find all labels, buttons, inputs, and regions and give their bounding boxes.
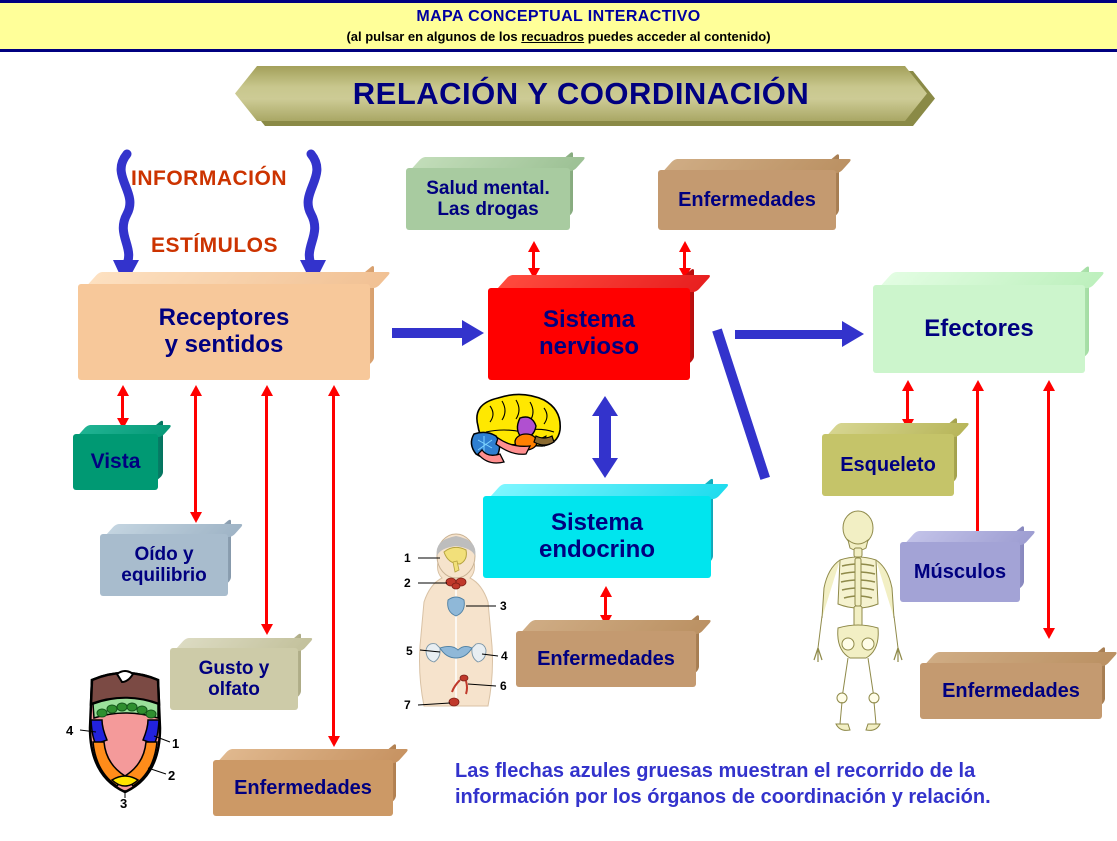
box-musculos[interactable]: Músculos — [900, 524, 1037, 602]
tongue-label-3: 3 — [120, 796, 127, 808]
box-gusto-y-olfato[interactable]: Gusto y olfato — [170, 632, 314, 710]
box-label-line1: Receptores — [158, 304, 290, 332]
box-enfermedades-efectores[interactable]: Enfermedades — [920, 645, 1117, 719]
box-enfermedades-sistema-nervioso[interactable]: Enfermedades — [658, 152, 853, 230]
endocrine-label-4: 4 — [501, 649, 508, 663]
footnote-line-1: Las flechas azules gruesas muestran el r… — [455, 760, 976, 782]
brain-sagittal-icon — [470, 393, 561, 464]
box-label-line2: olfato — [208, 679, 260, 700]
box-label-line1: Sistema — [550, 509, 644, 537]
title-banner-face — [235, 66, 927, 121]
endocrine-label-7: 7 — [404, 698, 411, 712]
box-oido-y-equilibrio[interactable]: Oído y equilibrio — [100, 518, 244, 596]
box-label-line2: y sentidos — [164, 331, 284, 358]
box-efectores[interactable]: Efectores — [873, 264, 1106, 373]
label-informacion: INFORMACIÓN — [131, 167, 287, 190]
endocrine-label-2: 2 — [404, 576, 411, 590]
box-label: Músculos — [900, 542, 1020, 602]
box-enfermedades-sistema-endocrino[interactable]: Enfermedades — [516, 613, 713, 687]
endocrine-label-5: 5 — [406, 644, 413, 658]
diagram-footnote: Las flechas azules gruesas muestran el r… — [455, 758, 1085, 811]
box-salud-mental-drogas[interactable]: Salud mental. Las drogas — [406, 150, 587, 230]
human-skeleton-icon — [813, 510, 903, 731]
box-label-line2: endocrino — [538, 536, 655, 563]
box-label-line1: Oído y — [134, 543, 194, 565]
box-label: Esqueleto — [822, 434, 954, 496]
box-enfermedades-receptores[interactable]: Enfermedades — [213, 742, 410, 816]
header-subtitle-link[interactable]: recuadros — [521, 29, 585, 44]
diagram-title: RELACIÓN Y COORDINACIÓN — [352, 75, 810, 111]
box-label: Vista — [73, 434, 158, 490]
tongue-label-4: 4 — [66, 723, 74, 738]
box-label: Enfermedades — [920, 663, 1102, 719]
box-sistema-nervioso[interactable]: Sistema nervioso — [488, 267, 712, 380]
header-subtitle-pre: (al pulsar en algunos de los — [346, 29, 522, 44]
box-label-line1: Salud mental. — [426, 177, 550, 199]
endocrine-label-6: 6 — [500, 679, 507, 693]
header-subtitle: (al pulsar en algunos de los recuadros p… — [0, 29, 1117, 45]
box-label-line2: equilibrio — [121, 565, 207, 586]
box-label-line1: Gusto y — [198, 657, 270, 679]
box-label: Gusto y olfato — [170, 648, 298, 710]
box-receptores-y-sentidos[interactable]: Receptores y sentidos — [78, 264, 392, 380]
footnote-line-2: información por los órganos de coordinac… — [455, 786, 991, 809]
box-sistema-endocrino[interactable]: Sistema endocrino — [483, 477, 730, 578]
box-label: Sistema endocrino — [483, 496, 711, 578]
header-title: MAPA CONCEPTUAL INTERACTIVO — [416, 8, 701, 25]
box-label: Enfermedades — [213, 760, 393, 816]
box-label: Receptores y sentidos — [78, 284, 370, 380]
box-label-line2: nervioso — [538, 333, 640, 360]
header-subtitle-post: puedes acceder al contenido) — [584, 29, 771, 44]
box-vista[interactable]: Vista — [73, 419, 173, 490]
box-label: Efectores — [873, 285, 1085, 373]
box-label-line1: Sistema — [542, 306, 636, 334]
diagram-title-banner: RELACIÓN Y COORDINACIÓN — [235, 66, 935, 128]
box-label-line2: Las drogas — [437, 199, 539, 220]
box-label: Salud mental. Las drogas — [406, 168, 570, 230]
page-header: MAPA CONCEPTUAL INTERACTIVO (al pulsar e… — [0, 0, 1117, 52]
endocrine-label-3: 3 — [500, 599, 507, 613]
box-label: Enfermedades — [516, 631, 696, 687]
endocrine-system-body-icon: 1 2 3 4 5 6 7 — [404, 533, 508, 712]
tongue-label-1: 1 — [172, 736, 179, 751]
box-label: Oído y equilibrio — [100, 534, 228, 596]
box-label: Sistema nervioso — [488, 288, 690, 380]
box-esqueleto[interactable]: Esqueleto — [822, 416, 971, 496]
tongue-label-2: 2 — [168, 768, 175, 783]
box-label: Enfermedades — [658, 170, 836, 230]
tongue-taste-map-icon: 1 2 3 4 — [66, 670, 179, 808]
label-estimulos: ESTÍMULOS — [151, 234, 279, 257]
endocrine-label-1: 1 — [404, 551, 411, 565]
